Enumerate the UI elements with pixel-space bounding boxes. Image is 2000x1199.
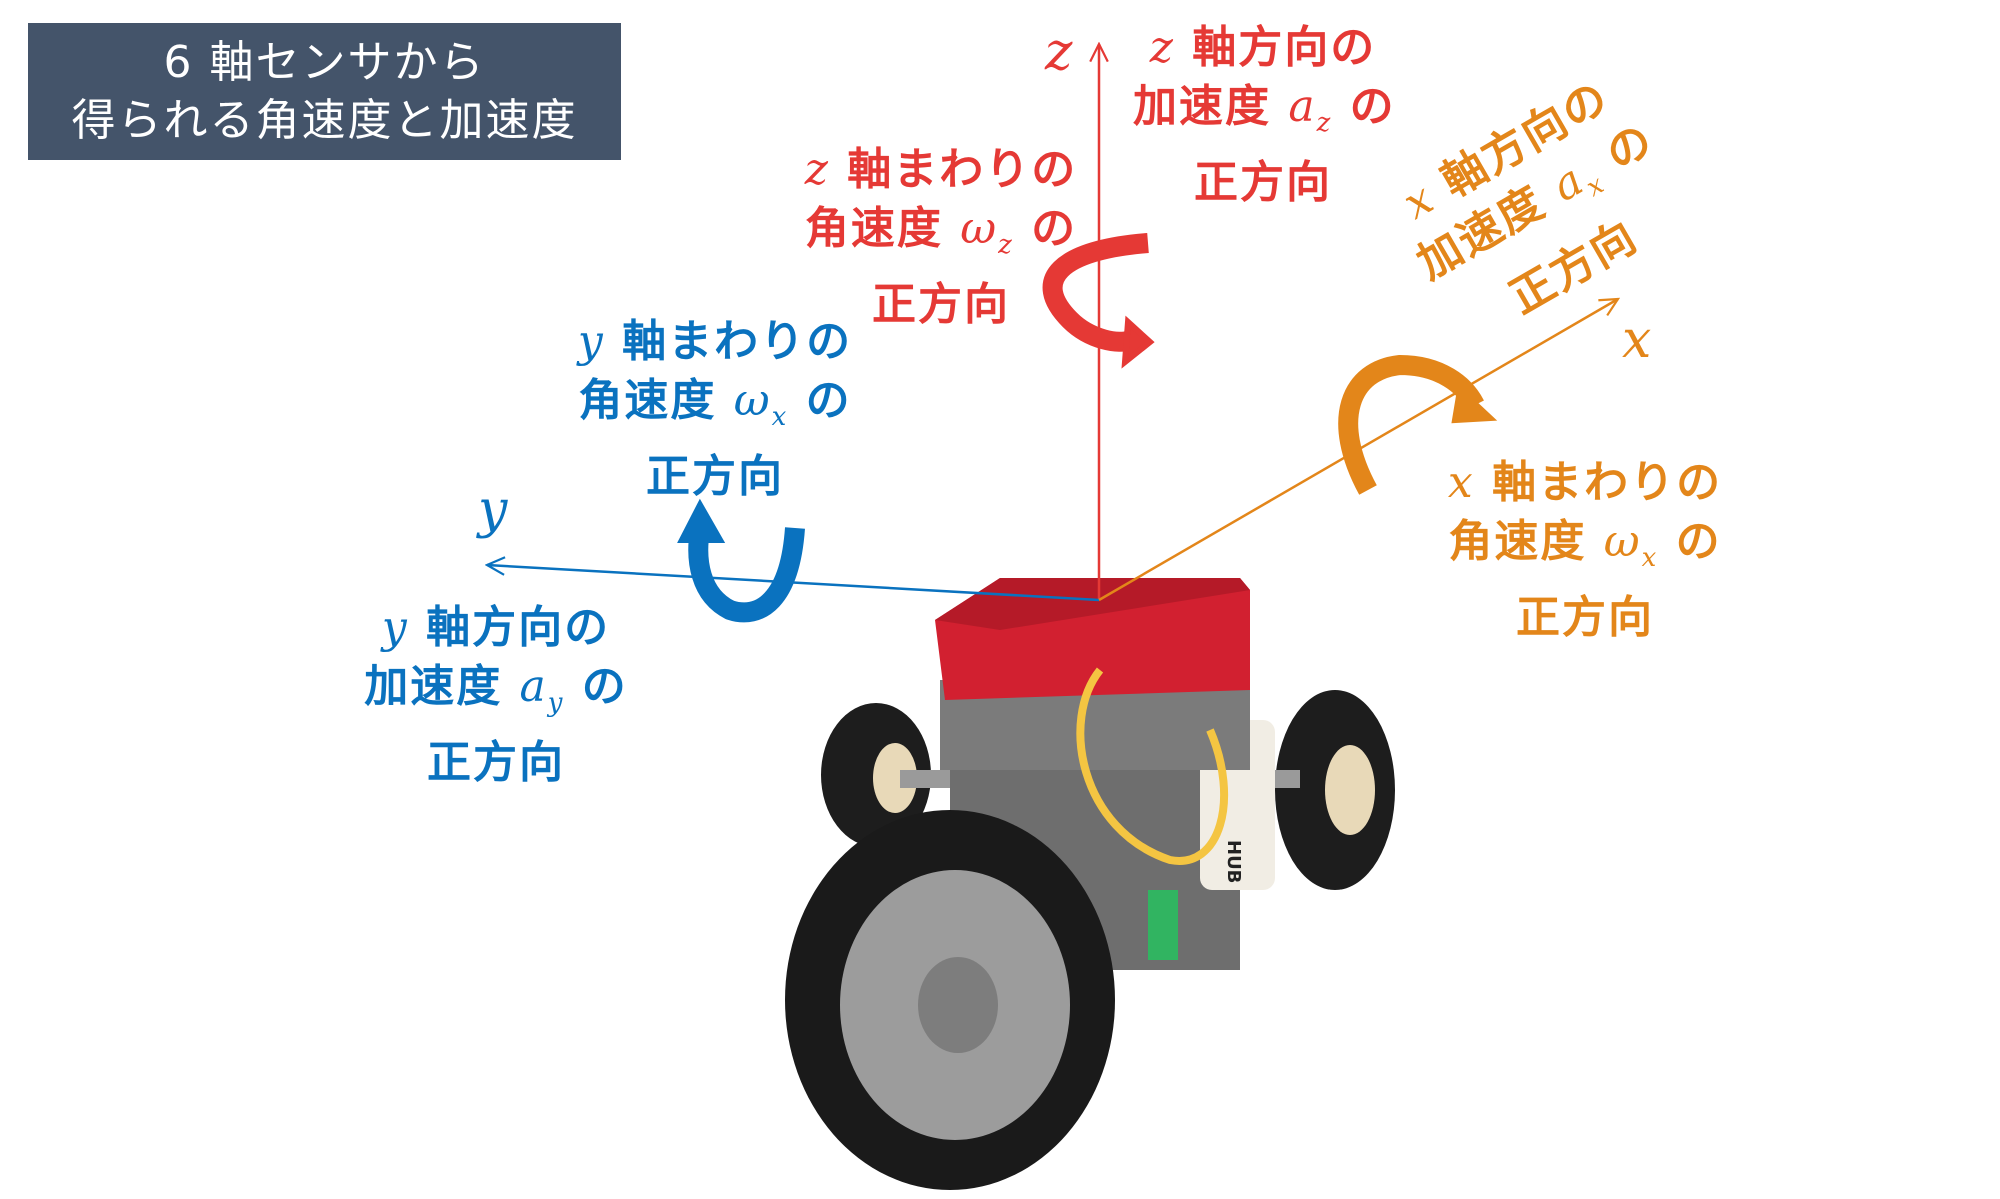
symbol-subscript: y	[547, 688, 565, 718]
line2: 加速度	[364, 661, 503, 712]
var: z	[1149, 22, 1175, 73]
x-rotation-label: x 軸まわりの 角速度 ωx の 正方向	[1435, 453, 1735, 647]
particle: の	[1349, 81, 1396, 132]
rear-right-hub	[1325, 745, 1375, 835]
symbol-subscript: x	[1641, 543, 1659, 573]
z-axis-letter: z	[1045, 22, 1073, 82]
particle: の	[1031, 203, 1078, 254]
x-axis-letter: x	[1622, 310, 1652, 370]
title-line-2: 得られる角速度と加速度	[71, 94, 578, 146]
line3: 正方向	[872, 279, 1010, 330]
y-axis-letter: y	[478, 480, 508, 540]
green-led	[1148, 890, 1178, 960]
line3: 正方向	[1194, 157, 1332, 208]
var: y	[381, 602, 409, 653]
controller-top	[935, 578, 1250, 630]
line2: 角速度	[1448, 516, 1587, 567]
title-line-1: 6 軸センサから	[163, 36, 486, 88]
particle: の	[1675, 516, 1722, 567]
z-rotation-label: z 軸まわりの 角速度 ωz の 正方向	[791, 140, 1091, 334]
y-rotation-label: y 軸まわりの 角速度 ωx の 正方向	[565, 312, 865, 506]
line1: 軸まわりの	[847, 144, 1078, 195]
var: z	[804, 144, 830, 195]
line1: 軸方向の	[1192, 22, 1377, 73]
line1: 軸まわりの	[622, 316, 853, 367]
symbol-subscript: z	[1316, 108, 1333, 138]
y-acceleration-label: y 軸方向の 加速度 ay の 正方向	[356, 598, 636, 792]
title-box: 6 軸センサから 得られる角速度と加速度	[28, 23, 621, 160]
line2: 加速度	[1133, 81, 1271, 132]
grove-hub-label: HUB	[1223, 840, 1244, 883]
symbol: a	[519, 661, 548, 712]
z-rotation-arrow-icon	[1042, 233, 1155, 369]
line3: 正方向	[646, 451, 784, 502]
line2: 角速度	[804, 203, 943, 254]
rear-left-hub	[873, 743, 917, 813]
var: y	[577, 316, 605, 367]
line1: 軸方向の	[426, 602, 611, 653]
var: x	[1394, 172, 1444, 230]
line1: 軸まわりの	[1492, 457, 1723, 508]
line2: 角速度	[578, 375, 717, 426]
symbol: ω	[733, 375, 772, 426]
front-wheel-hub	[918, 957, 998, 1053]
symbol-subscript: z	[998, 230, 1014, 260]
cable	[1076, 667, 1229, 865]
symbol: ω	[960, 203, 999, 254]
x-rotation-arrow-icon	[1338, 354, 1498, 495]
symbol-subscript: x	[771, 402, 789, 432]
symbol: a	[1288, 81, 1317, 132]
z-acceleration-label: z 軸方向の 加速度 az の 正方向	[1133, 18, 1396, 212]
y-rotation-arrow-icon	[677, 498, 805, 623]
particle: の	[805, 375, 852, 426]
particle: の	[581, 661, 628, 712]
line3: 正方向	[1516, 592, 1654, 643]
robot-image: HUB	[785, 578, 1395, 1190]
var: x	[1447, 457, 1475, 508]
symbol: ω	[1603, 516, 1642, 567]
line3: 正方向	[427, 737, 565, 788]
